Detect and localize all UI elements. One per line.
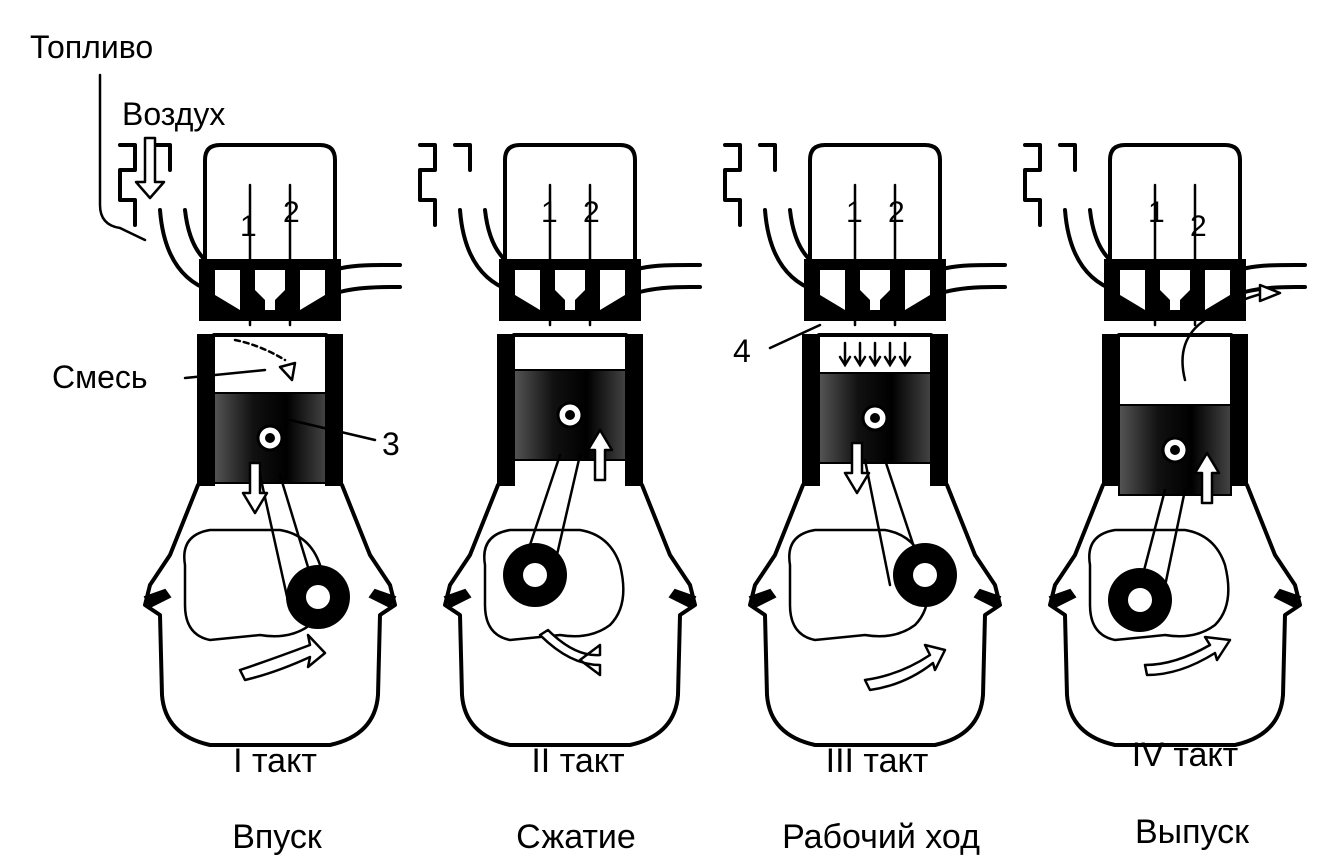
- stroke-name-4: Выпуск: [1135, 813, 1250, 851]
- cylinder-exhaust: [1023, 143, 1307, 747]
- stroke-name-3: Рабочий ход: [782, 818, 980, 856]
- mixture-label: Смесь: [52, 359, 148, 395]
- valve-label-2-iii: 2: [888, 196, 905, 229]
- stroke-name-1: Впуск: [232, 818, 323, 856]
- stroke-name-2: Сжатие: [516, 818, 636, 856]
- combustion-pressure-arrows: [838, 341, 912, 368]
- air-label: Воздух: [122, 96, 225, 132]
- air-inlet-arrow: [134, 136, 166, 200]
- cylinder-power: [723, 143, 1007, 747]
- label-3: 3: [382, 426, 400, 462]
- piston-leader-line: [288, 418, 377, 442]
- stroke-number-2: II такт: [531, 742, 624, 780]
- stroke-number-1: I такт: [233, 742, 317, 780]
- valve-label-2-i: 2: [283, 196, 300, 229]
- valve-label-1-iii: 1: [846, 196, 863, 229]
- stroke-number-3: III такт: [826, 742, 929, 780]
- valve-label-1-i: 1: [240, 210, 257, 243]
- cylinder-intake: [118, 143, 402, 747]
- chamber-leader-line: [768, 323, 822, 350]
- valve-label-2-ii: 2: [583, 196, 600, 229]
- fuel-leader-line: [98, 73, 147, 242]
- label-4: 4: [733, 333, 751, 369]
- valve-label-1-ii: 1: [541, 196, 558, 229]
- mixture-leader-line: [183, 368, 267, 380]
- fuel-label: Топливо: [30, 29, 153, 65]
- cylinder-compression: [418, 143, 702, 747]
- valve-label-1-iv: 1: [1148, 196, 1165, 229]
- stroke-number-4: IV такт: [1132, 736, 1239, 774]
- valve-label-2-iv: 2: [1190, 210, 1207, 243]
